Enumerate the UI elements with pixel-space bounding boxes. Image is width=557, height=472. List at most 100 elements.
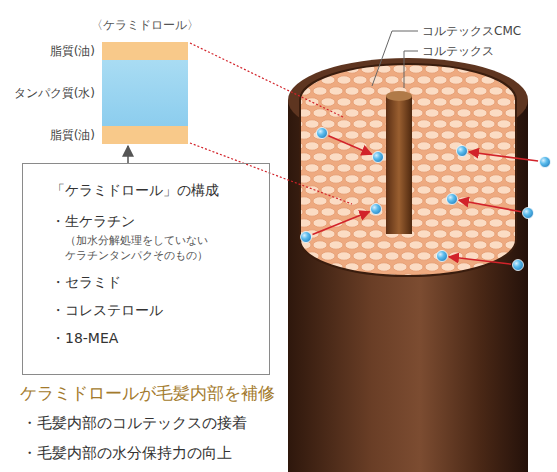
cortex-cell	[401, 76, 415, 84]
cortex-cell	[441, 153, 455, 161]
cortex-cell	[425, 153, 439, 161]
ceramidrol-drop	[373, 152, 384, 163]
cortex-cell	[329, 241, 343, 249]
cortex-cell	[305, 208, 319, 216]
cortex-cell	[497, 142, 511, 150]
penetration-arrow	[312, 212, 369, 235]
cortex-cell	[433, 230, 447, 238]
cortex-cell	[465, 164, 479, 172]
ceramidrol-drop	[540, 157, 551, 168]
cortex-cell	[345, 131, 359, 139]
cortex-cell	[489, 219, 503, 227]
cortex-cell	[321, 54, 335, 62]
layer-label: 脂質(油)	[50, 43, 95, 60]
cortex-cell	[441, 263, 455, 271]
cortex-cell	[337, 274, 351, 282]
zoom-line	[190, 43, 345, 118]
cortex-cell	[465, 186, 479, 194]
cortex-cell	[433, 164, 447, 172]
cortex-cell	[465, 274, 479, 282]
cortex-cell	[481, 274, 495, 282]
cortex-cell	[345, 87, 359, 95]
cortex-section	[300, 64, 516, 276]
callout-pointer	[127, 146, 129, 163]
cortex-cell	[361, 131, 375, 139]
cortex-cell	[425, 219, 439, 227]
penetration-arrow	[328, 136, 371, 154]
penetration-arrow	[449, 257, 511, 264]
cortex-cell	[369, 252, 383, 260]
cortex-cell	[409, 263, 423, 271]
protein-band: タンパク質(水)	[102, 60, 188, 126]
cortex-cell	[361, 175, 375, 183]
cortex-cell	[417, 230, 431, 238]
cortex-cell	[441, 219, 455, 227]
cortex-cell	[329, 153, 343, 161]
cortex-cell	[489, 285, 503, 293]
cortex-cell	[481, 164, 495, 172]
cortex-cell	[417, 120, 431, 128]
cortex-cell	[321, 164, 335, 172]
cortex-cell	[289, 252, 303, 260]
cortex-cell	[433, 186, 447, 194]
cortex-cell	[369, 230, 383, 238]
cortex-cell	[353, 274, 367, 282]
cortex-cell	[497, 274, 511, 282]
cortex-cell	[457, 175, 471, 183]
cortex-cell	[513, 76, 527, 84]
bullet-item: ・セラミド	[51, 273, 255, 291]
cortex-cell	[425, 285, 439, 293]
cortex-cell	[353, 230, 367, 238]
cortex-cell	[353, 186, 367, 194]
cortex-cell	[337, 54, 351, 62]
lipid-band: 脂質(油)	[102, 42, 188, 60]
cortex-cell	[505, 65, 519, 73]
penetration-arrow	[459, 200, 521, 211]
ceramidrol-drop	[301, 232, 312, 243]
cortex-cell	[417, 76, 431, 84]
cortex-cell	[353, 54, 367, 62]
ceramidrol-drop	[523, 208, 534, 219]
cortex-cell	[337, 76, 351, 84]
bullet-item: ・生ケラチン	[51, 212, 255, 230]
cortex-cell	[369, 164, 383, 172]
cortex-cell	[449, 98, 463, 106]
cortex-cell	[449, 230, 463, 238]
ceramidrol-drop	[371, 204, 382, 215]
cortex-cell	[481, 98, 495, 106]
cortex-cell	[481, 208, 495, 216]
layer-label: 脂質(油)	[50, 127, 95, 144]
cortex-cell	[425, 263, 439, 271]
cortex-cell	[473, 87, 487, 95]
cortex-cell	[321, 230, 335, 238]
cortex-cell	[361, 241, 375, 249]
cortex-cell	[289, 274, 303, 282]
cortex-cell	[313, 65, 327, 73]
cortex-cell	[297, 263, 311, 271]
leader-line	[372, 31, 418, 86]
cortex-cell	[305, 164, 319, 172]
cortex-cell	[497, 54, 511, 62]
cortex-cell	[457, 219, 471, 227]
cortex-cell	[489, 175, 503, 183]
cortex-cell	[305, 142, 319, 150]
cortex-cell	[385, 76, 399, 84]
cortex-cell	[313, 219, 327, 227]
cortex-cell	[353, 98, 367, 106]
cortex-cell	[513, 54, 527, 62]
cortex-cell	[361, 263, 375, 271]
composition-box: 「ケラミドロール」の構成・生ケラチン（加水分解処理をしていない ケラチンタンパク…	[22, 163, 270, 375]
cortex-cell	[393, 285, 407, 293]
medulla-top	[386, 91, 412, 101]
cortex-cell	[481, 230, 495, 238]
part-label: コルテックスCMC	[422, 23, 521, 40]
cortex-cell	[393, 241, 407, 249]
cortex-cell	[497, 230, 511, 238]
cortex-cell	[473, 131, 487, 139]
cortex-cell	[489, 87, 503, 95]
cortex-cell	[337, 120, 351, 128]
cortex-cell	[497, 186, 511, 194]
cuticle-edge	[300, 64, 516, 276]
cortex-cell	[345, 109, 359, 117]
ceramidrol-drops	[301, 128, 551, 271]
